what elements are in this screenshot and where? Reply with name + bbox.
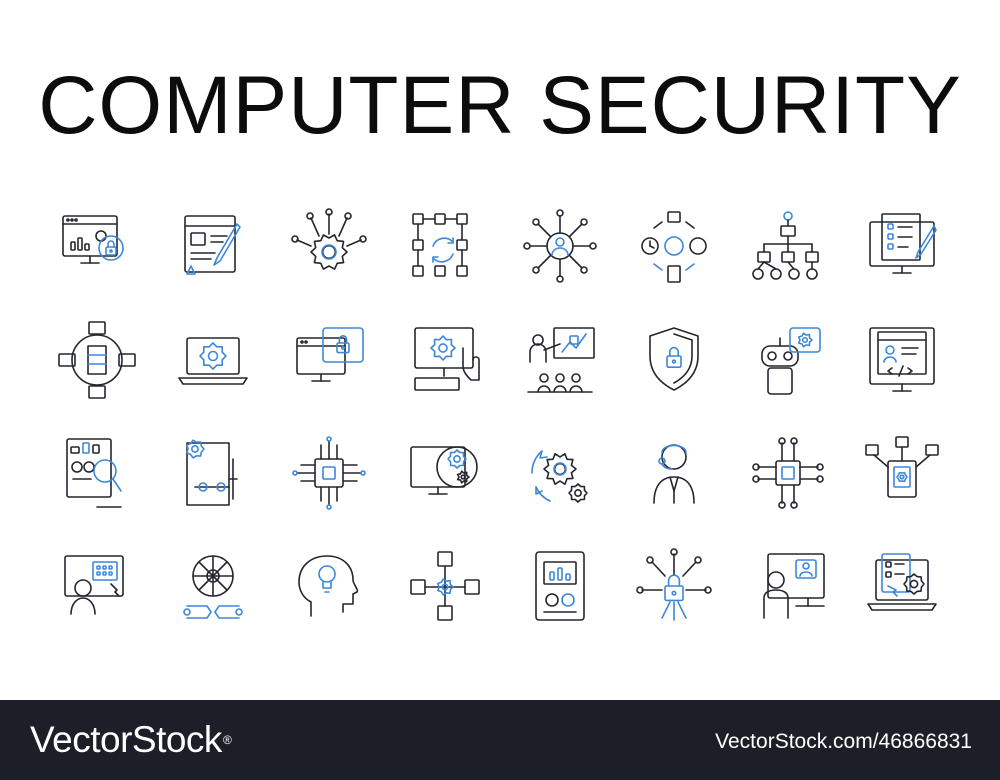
shield-lock-icon	[634, 320, 714, 400]
payment-flow-icon: $₿	[634, 206, 714, 286]
report-search-icon	[57, 433, 137, 513]
registered-mark: ®	[222, 733, 232, 747]
database-network-icon	[57, 320, 137, 400]
brand-name: VectorStock	[30, 719, 222, 760]
laptop-gear-icon	[173, 320, 253, 400]
chip-network-icon	[748, 433, 828, 513]
user-network-icon	[520, 206, 600, 286]
network-diagram-icon	[405, 546, 485, 626]
document-network-icon	[862, 433, 942, 513]
workflow-icon	[405, 206, 485, 286]
brand-logo[interactable]: VectorStock®	[30, 718, 232, 762]
gear-circuit-icon	[289, 206, 369, 286]
video-call-icon	[748, 546, 828, 626]
page-title: COMPUTER SECURITY	[38, 60, 962, 151]
tablet-report-icon	[520, 546, 600, 626]
monitor-lock-icon	[289, 320, 369, 400]
blueprint-tools-icon	[173, 433, 253, 513]
svg-text:$: $	[669, 239, 677, 254]
document-pen-icon	[173, 206, 253, 286]
circuit-lock-icon	[634, 546, 714, 626]
presentation-icon	[520, 320, 600, 400]
hierarchy-icon	[748, 206, 828, 286]
gear-cycle-icon	[520, 433, 600, 513]
icon-grid: $₿	[57, 206, 942, 626]
footer-bar: VectorStock® VectorStock.com/46866831	[0, 700, 1000, 780]
monitor-checklist-icon	[862, 206, 942, 286]
monitor-code-icon	[862, 320, 942, 400]
computer-touch-icon	[405, 320, 485, 400]
svg-text:₿: ₿	[694, 241, 702, 253]
head-idea-icon	[289, 546, 369, 626]
support-agent-icon	[634, 433, 714, 513]
wheel-wrench-icon	[173, 546, 253, 626]
robot-gear-icon	[748, 320, 828, 400]
chip-icon	[289, 433, 369, 513]
laptop-settings-icon	[862, 546, 942, 626]
remote-worker-icon	[57, 546, 137, 626]
monitor-gears-icon	[405, 433, 485, 513]
browser-lock-icon	[57, 206, 137, 286]
image-credit: VectorStock.com/46866831	[715, 730, 972, 753]
